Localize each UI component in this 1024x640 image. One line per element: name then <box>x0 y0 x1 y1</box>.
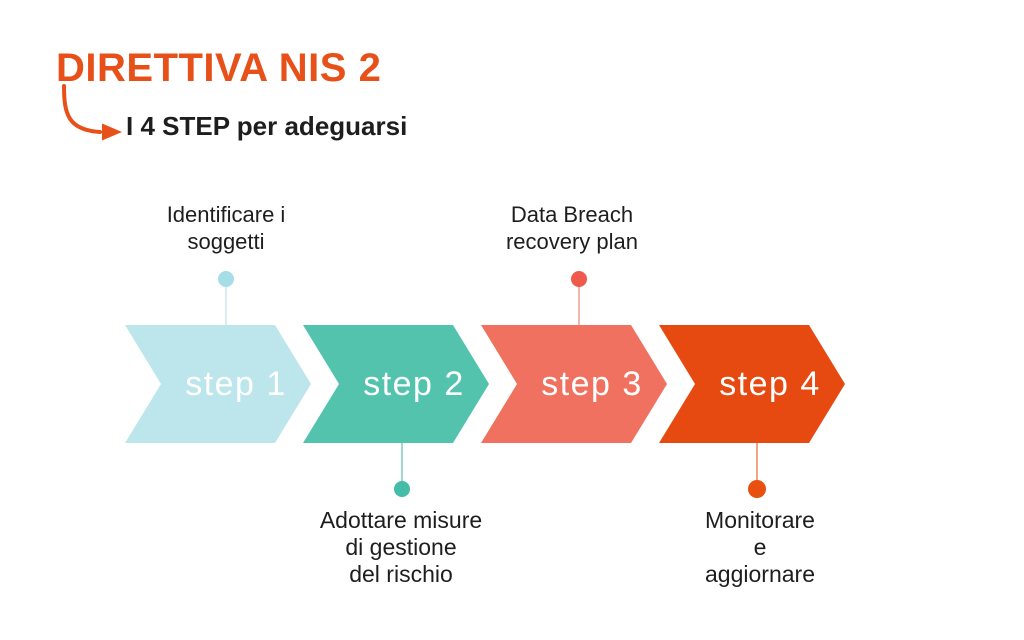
connector-dot-step-1 <box>218 271 234 287</box>
page-subtitle: I 4 STEP per adeguarsi <box>126 111 408 141</box>
page-title: DIRETTIVA NIS 2 <box>56 46 382 90</box>
connector-dot-step-4 <box>748 480 766 498</box>
step-label-2: step 2 <box>363 365 465 403</box>
chevron-step-1 <box>125 325 311 443</box>
step-label-1: step 1 <box>185 365 287 403</box>
connector-dot-step-2 <box>394 481 410 497</box>
curved-arrow-icon <box>62 84 102 134</box>
annotation-step-3: Data Breach recovery plan <box>505 202 639 254</box>
chevron-step-2 <box>303 325 489 443</box>
annotation-step-4: Monitorare e aggiornare <box>705 507 815 587</box>
step-label-4: step 4 <box>719 365 821 403</box>
chevron-step-4 <box>659 325 845 443</box>
connector-dot-step-3 <box>571 271 587 287</box>
curved-arrow-head-icon <box>102 123 122 141</box>
step-label-3: step 3 <box>541 365 643 403</box>
annotation-step-1: Identificare i soggetti <box>166 202 286 254</box>
chevron-step-3 <box>481 325 667 443</box>
annotation-step-2: Adottare misure di gestione del rischio <box>319 507 483 587</box>
